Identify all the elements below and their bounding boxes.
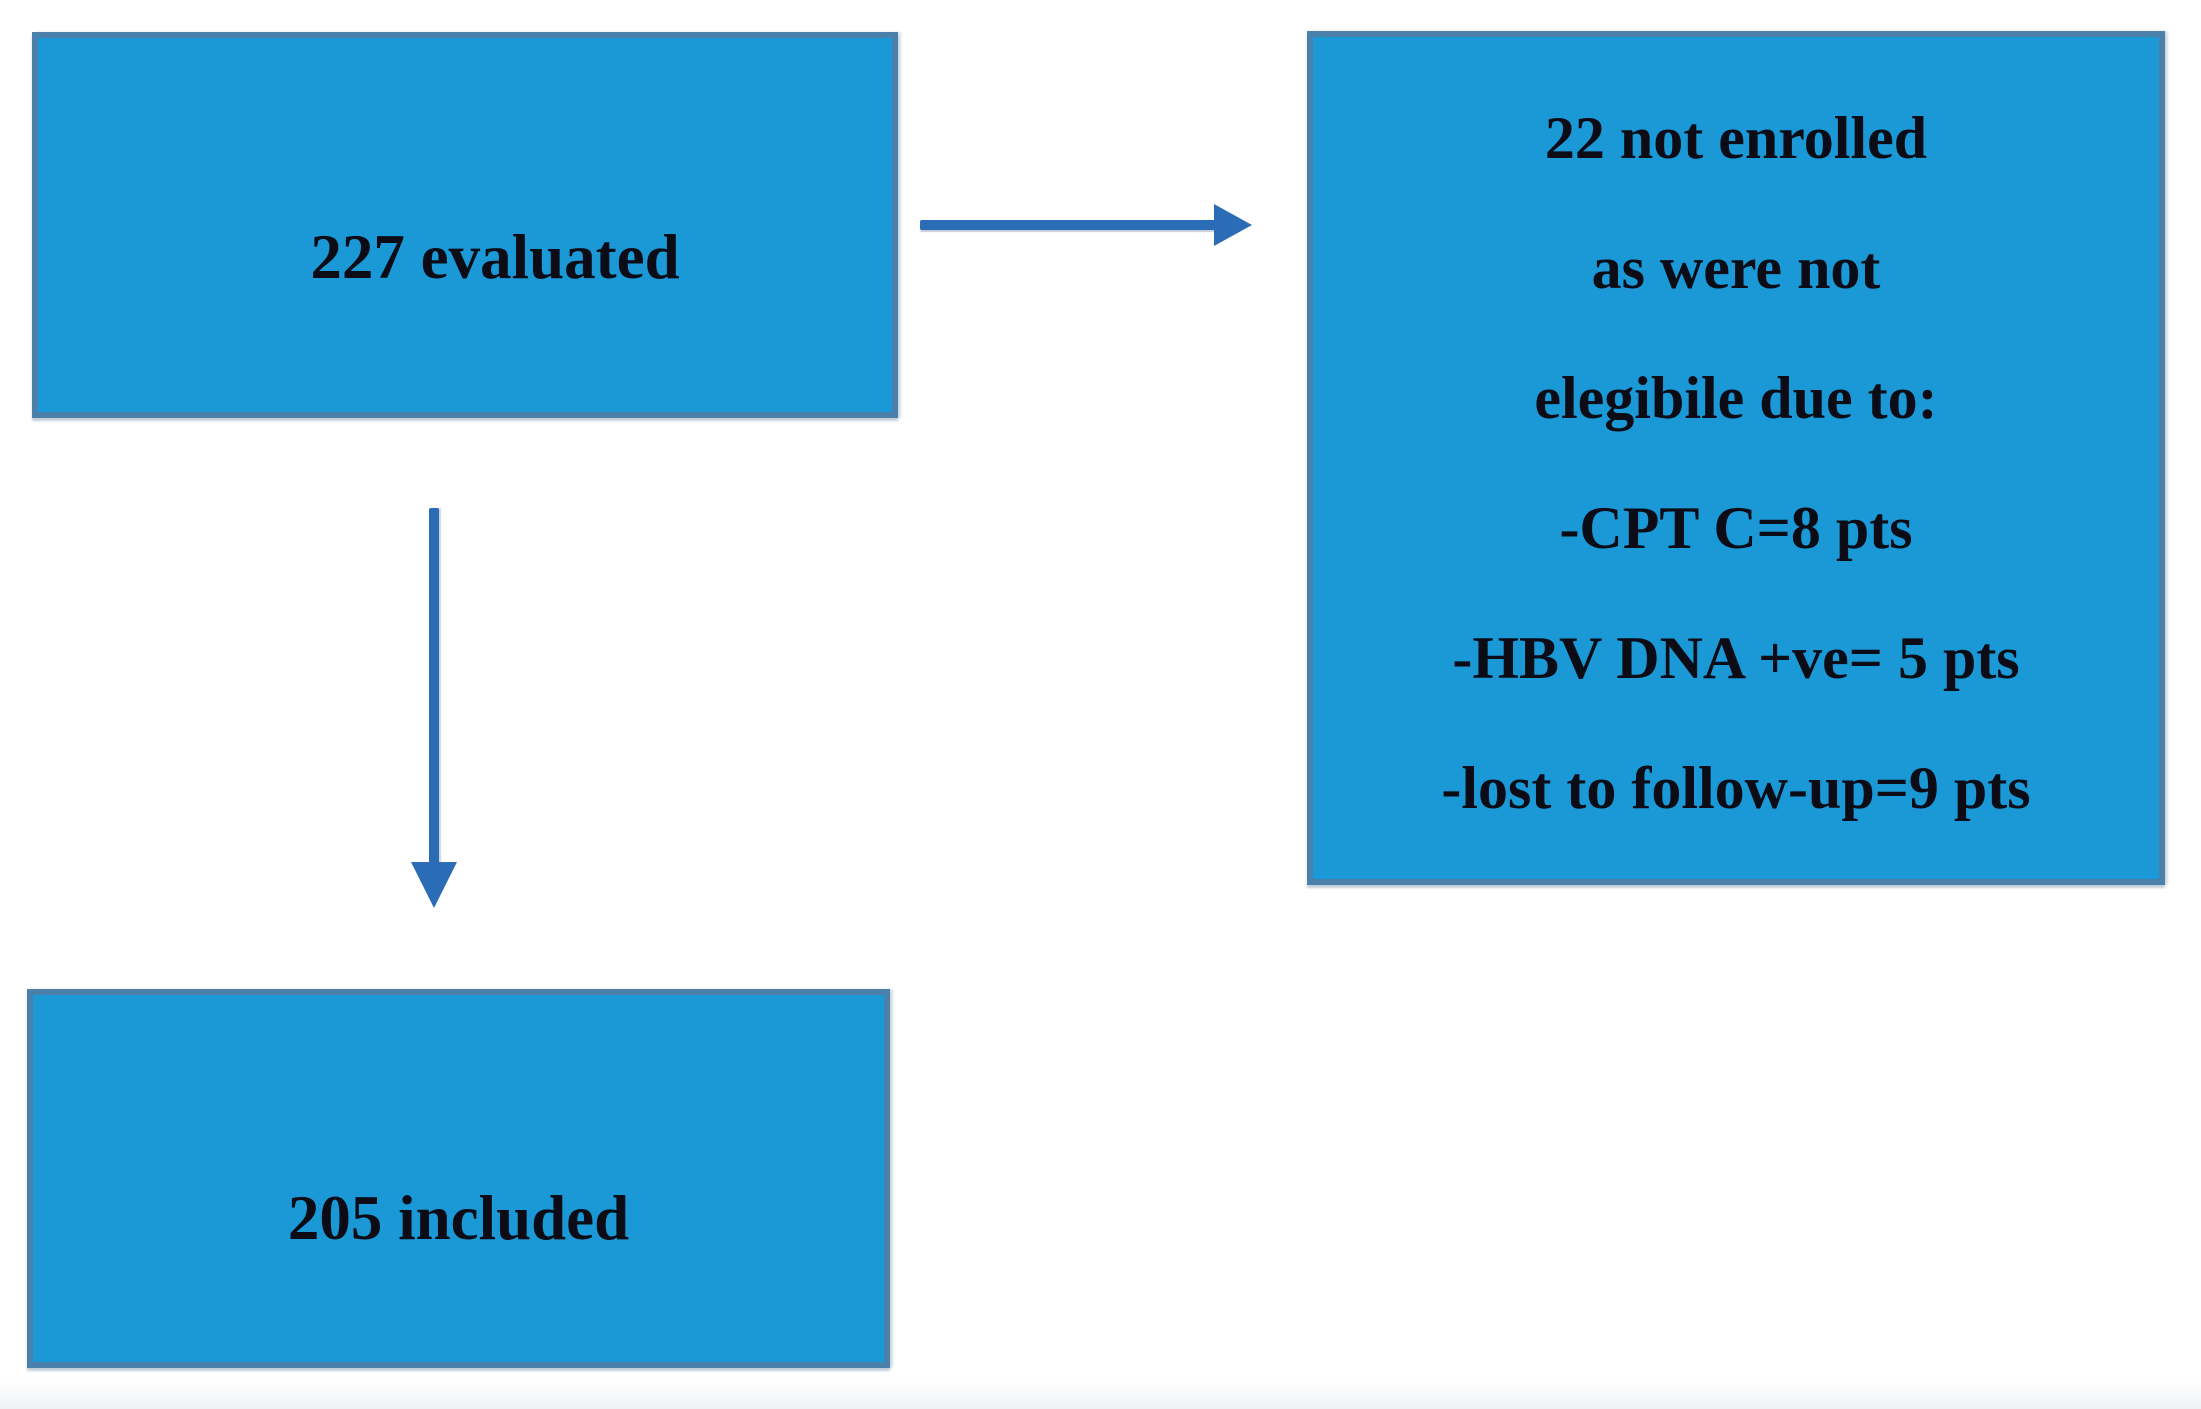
node-not-enrolled: 22 not enrolled as were not elegibile du… <box>1307 31 2165 885</box>
arrow-down-evaluated-to-included-icon <box>411 508 457 908</box>
not-enrolled-line-6: -lost to follow-up=9 pts <box>1441 755 2031 821</box>
arrow-shaft <box>429 508 439 866</box>
arrowhead-right-icon <box>1214 204 1252 246</box>
node-included-label: 205 included <box>287 1183 630 1253</box>
node-evaluated: 227 evaluated <box>32 32 898 418</box>
page-edge-shading <box>0 1381 2201 1409</box>
not-enrolled-line-1: 22 not enrolled <box>1544 105 1928 171</box>
node-included: 205 included <box>27 989 890 1368</box>
arrow-shaft <box>920 220 1218 230</box>
arrowhead-down-icon <box>411 862 457 908</box>
not-enrolled-line-5: -HBV DNA +ve= 5 pts <box>1452 625 2020 691</box>
not-enrolled-line-4: -CPT C=8 pts <box>1559 495 1913 561</box>
node-evaluated-label: 227 evaluated <box>310 221 680 292</box>
not-enrolled-line-2: as were not <box>1591 235 1881 301</box>
not-enrolled-line-3: elegibile due to: <box>1534 365 1938 431</box>
arrow-right-evaluated-to-not-enrolled-icon <box>920 204 1252 246</box>
